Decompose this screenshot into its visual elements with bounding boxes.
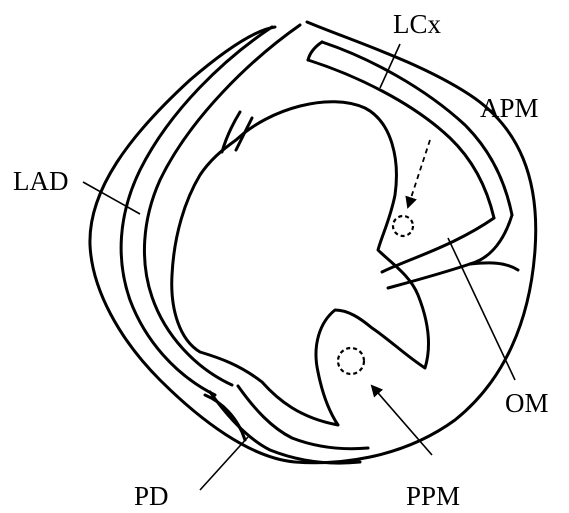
pd-leader [200, 437, 248, 490]
om-label: OM [505, 388, 549, 418]
lcx-vessel-inner [308, 60, 494, 218]
lad-vessel-outer [121, 27, 272, 395]
lad-label: LAD [13, 166, 69, 196]
lcx-origin [308, 42, 322, 60]
apm-muscle [393, 216, 413, 236]
apm-arrow [408, 140, 430, 207]
ppm-label: PPM [406, 481, 460, 511]
pd-vessel-inner [238, 386, 368, 449]
lad-vessel-inner [144, 25, 300, 385]
ppm-arrow [372, 386, 432, 455]
apm-label: APM [480, 93, 539, 123]
ppm-muscle [338, 348, 364, 374]
lv-cavity [172, 102, 429, 425]
lcx-label: LCx [393, 9, 442, 39]
om-vessel-tail [470, 263, 518, 270]
heart-outline [90, 22, 536, 463]
pd-label: PD [134, 481, 169, 511]
